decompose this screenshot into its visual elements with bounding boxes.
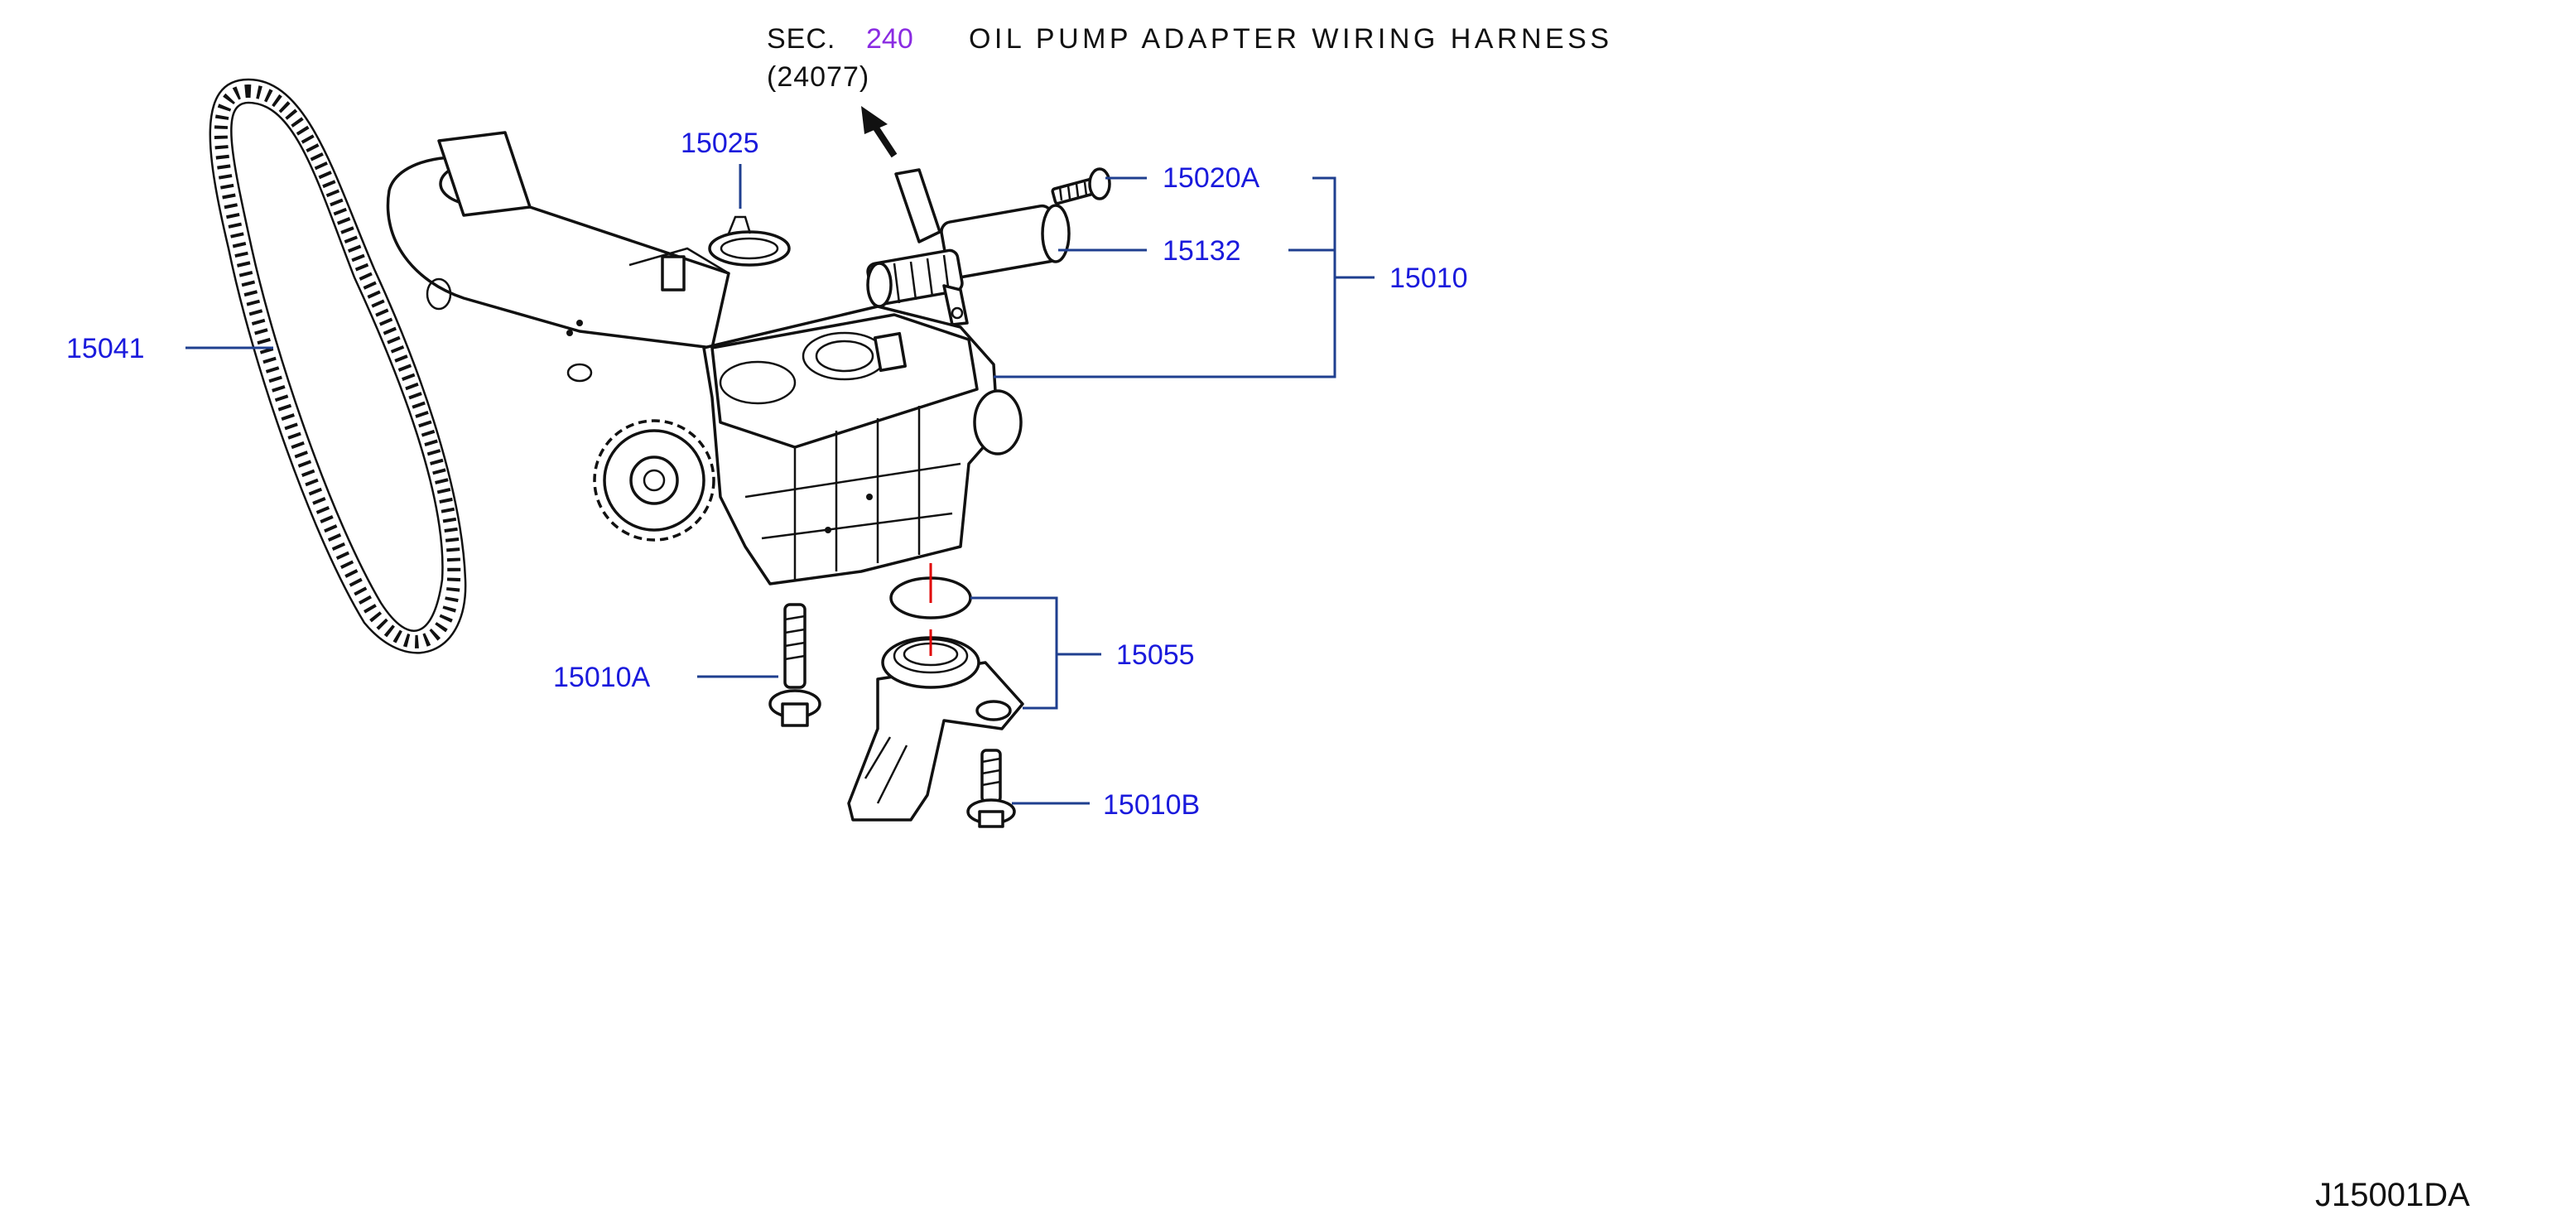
sec-subcode: (24077) <box>767 61 869 93</box>
callout-15020A[interactable]: 15020A <box>1163 162 1260 194</box>
harness-direction-arrow <box>861 106 898 158</box>
bolt-15010B <box>966 749 1016 828</box>
callout-15010A[interactable]: 15010A <box>553 662 651 693</box>
diagram-code: J15001DA <box>2315 1177 2470 1213</box>
callout-15010B[interactable]: 15010B <box>1103 789 1200 821</box>
callout-15132[interactable]: 15132 <box>1163 235 1241 267</box>
solenoid-valve-15132 <box>866 168 1071 326</box>
oil-pump-assembly <box>386 131 1023 586</box>
sec-title: OIL PUMP ADAPTER WIRING HARNESS <box>969 23 1610 55</box>
sec-prefix: SEC. <box>767 23 835 55</box>
callout-15041[interactable]: 15041 <box>66 333 145 364</box>
callout-15055[interactable]: 15055 <box>1116 639 1195 671</box>
bolt-15020A <box>1051 167 1111 205</box>
callout-labels: 15025 15020A 15132 15010 15041 15010A 15… <box>66 128 1468 821</box>
gasket-15025 <box>708 215 791 267</box>
section-reference: SEC. 240 OIL PUMP ADAPTER WIRING HARNESS… <box>767 23 1610 93</box>
callout-15010[interactable]: 15010 <box>1389 263 1468 294</box>
sec-number-link[interactable]: 240 <box>866 23 913 55</box>
callout-15025[interactable]: 15025 <box>681 128 759 159</box>
bolt-15010A <box>768 603 821 727</box>
leader-lines <box>185 164 1375 805</box>
timing-chain <box>209 78 467 654</box>
